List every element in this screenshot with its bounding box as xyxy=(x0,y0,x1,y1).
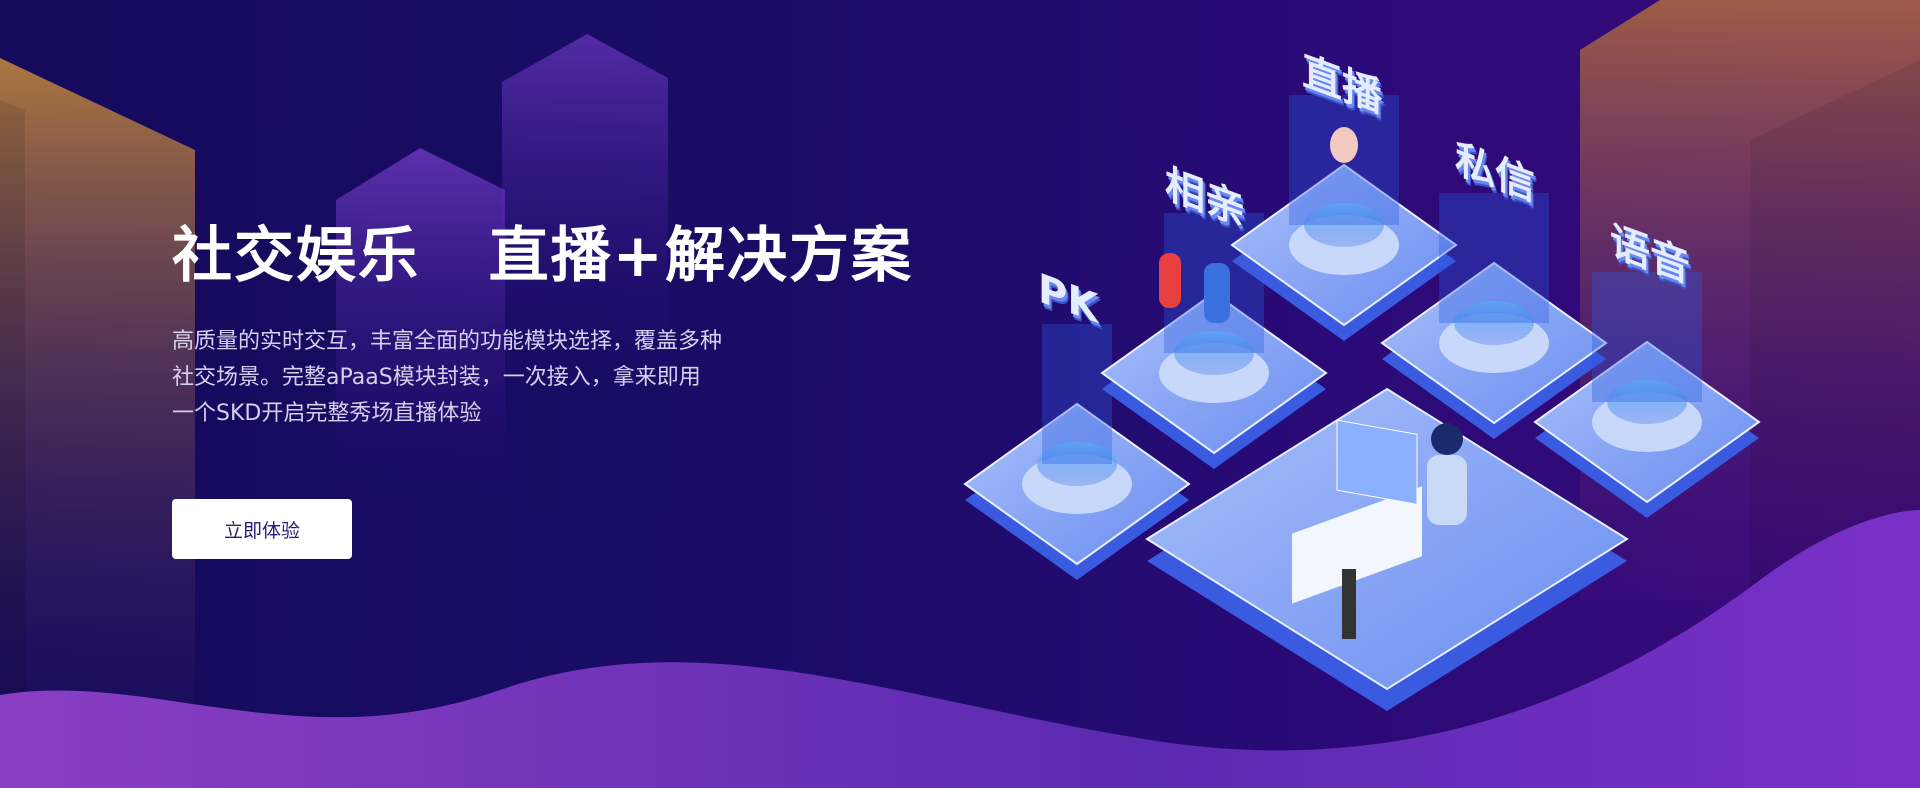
description-line: 社交场景。完整aPaaS模块封装，一次接入，拿来即用 xyxy=(172,365,701,390)
hero-section: 社交娱乐 直播+解决方案 高质量的实时交互，丰富全面的功能模块选择，覆盖多种 社… xyxy=(172,214,913,432)
hero-description: 高质量的实时交互，丰富全面的功能模块选择，覆盖多种 社交场景。完整aPaaS模块… xyxy=(172,324,913,432)
description-line: 高质量的实时交互，丰富全面的功能模块选择，覆盖多种 xyxy=(172,329,723,354)
try-now-button[interactable]: 立即体验 xyxy=(172,499,352,559)
hero-title: 社交娱乐 直播+解决方案 xyxy=(172,221,913,291)
description-line: 一个SKD开启完整秀场直播体验 xyxy=(172,401,482,426)
platforms xyxy=(963,95,1761,711)
